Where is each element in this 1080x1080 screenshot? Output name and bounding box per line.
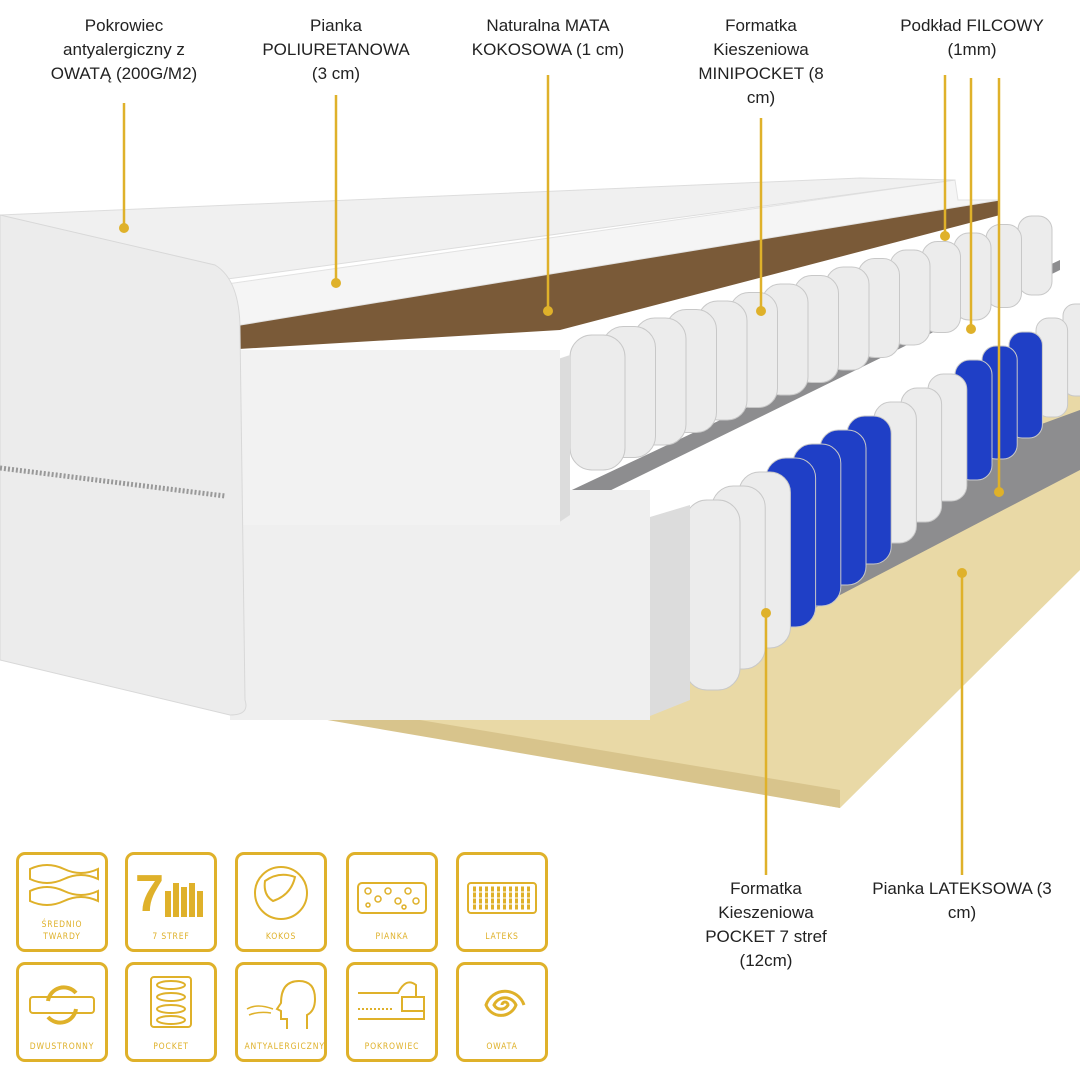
label-minipocket: Formatka Kieszeniowa MINIPOCKET (8 cm): [698, 16, 824, 107]
icon-label: ŚREDNIO: [41, 920, 83, 930]
feature-cover: POKROWIEC: [346, 962, 438, 1062]
feature-pocket: POCKET: [125, 962, 217, 1062]
leader-dot: [966, 324, 976, 334]
coconut-icon: [254, 866, 308, 920]
icon-label: LATEKS: [485, 932, 519, 942]
icon-label: PIANKA: [375, 932, 409, 942]
foam-icon: [357, 882, 427, 914]
feature-coconut: KOKOS: [235, 852, 327, 952]
coconut-layer: [222, 200, 1000, 350]
feature-foam: PIANKA: [346, 852, 438, 952]
medium-firm-icon: [29, 864, 99, 906]
label-pocket: Formatka Kieszeniowa POCKET 7 stref (12c…: [705, 879, 827, 970]
feature-seven-zones: 7 7 STREF: [125, 852, 217, 952]
icon-label: KOKOS: [265, 932, 297, 942]
feature-wadding: OWATA: [456, 962, 548, 1062]
leader-dot: [940, 231, 950, 241]
label-cover: Pokrowiec antyalergiczny z OWATĄ (200G/M…: [50, 16, 198, 83]
leader-dot: [119, 223, 129, 233]
icon-label: POCKET: [153, 1042, 189, 1052]
icon-label: POKROWIEC: [364, 1042, 420, 1052]
icon-label: OWATA: [486, 1042, 518, 1052]
label-coconut: Naturalna MATA KOKOSOWA (1 cm): [471, 16, 625, 59]
lower-foam-block: [230, 490, 650, 720]
leader-dot: [761, 608, 771, 618]
minipocket-springs: [569, 215, 1053, 471]
latex-icon: [467, 882, 537, 914]
antiallergic-icon: [246, 979, 317, 1029]
svg-text:7: 7: [135, 865, 164, 923]
wadding-icon: [484, 989, 526, 1017]
icon-label: DWUSTRONNY: [29, 1042, 95, 1052]
label-felt: Podkład FILCOWY (1mm): [900, 16, 1044, 59]
leader-dot: [543, 306, 553, 316]
spring: [569, 334, 626, 471]
label-pu-foam: Pianka POLIURETANOWA (3 cm): [262, 16, 410, 83]
leader-dot: [994, 487, 1004, 497]
upper-foam-block: [225, 350, 560, 525]
feature-antiallergic: ANTYALERGICZNY: [235, 962, 327, 1062]
pocket-springs: [684, 303, 1080, 691]
pocket-spring-icon: [150, 976, 192, 1028]
zipper: [0, 465, 226, 499]
feature-medium-firm: ŚREDNIO TWARDY: [16, 852, 108, 952]
feature-latex: LATEKS: [456, 852, 548, 952]
spring: [684, 499, 741, 691]
double-sided-icon: [29, 985, 95, 1025]
icon-label: ANTYALERGICZNY: [244, 1042, 325, 1052]
icon-label: TWARDY: [43, 932, 81, 942]
leader-dot: [957, 568, 967, 578]
seven-zones-icon: 7: [135, 865, 203, 923]
spring: [1017, 215, 1053, 296]
cover-side: [0, 214, 247, 716]
feature-double-sided: DWUSTRONNY: [16, 962, 108, 1062]
leader-dot: [756, 306, 766, 316]
lower-foam-block-side: [640, 505, 690, 720]
icon-label: 7 STREF: [152, 932, 190, 942]
leader-dot: [331, 278, 341, 288]
cover-icon: [358, 981, 425, 1020]
label-latex: Pianka LATEKSOWA (3 cm): [872, 879, 1052, 922]
